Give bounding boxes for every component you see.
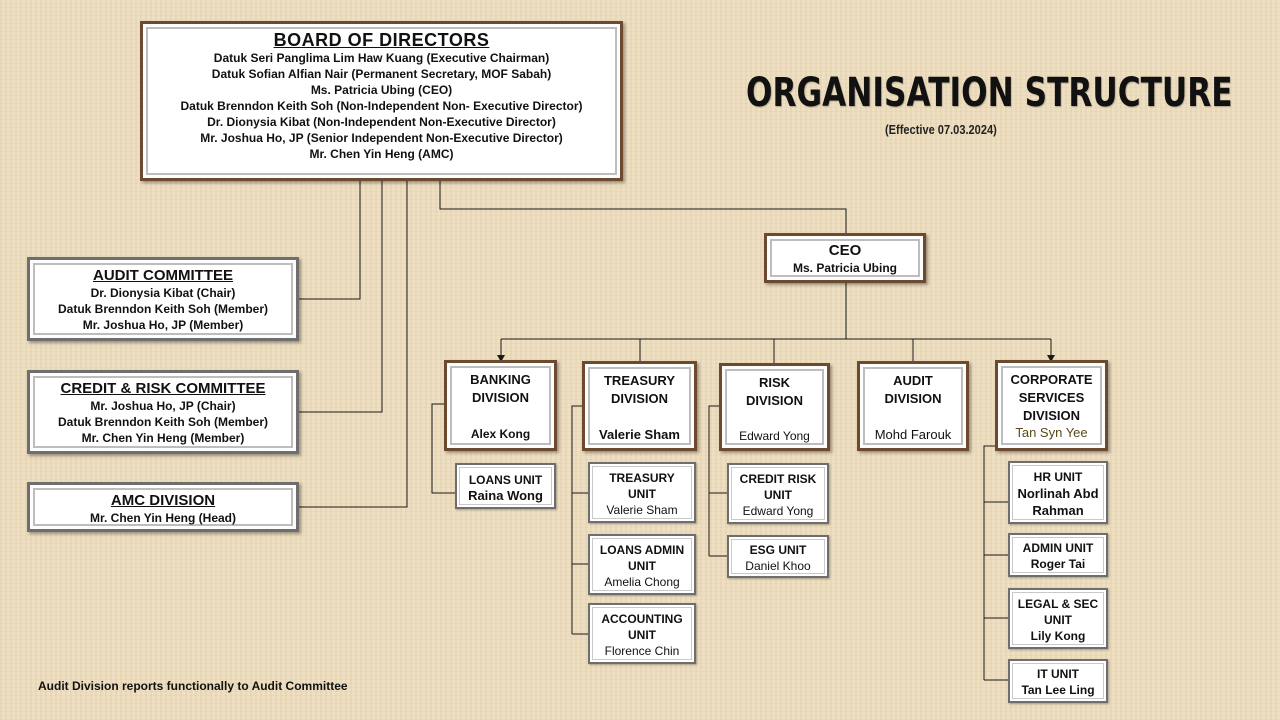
amc-division-box: AMC DIVISION Mr. Chen Yin Heng (Head) [27, 482, 299, 532]
committee-member: Datuk Brenndon Keith Soh (Member) [57, 415, 268, 429]
loans-admin-unit-title: LOANS ADMIN [599, 543, 685, 557]
treasury-division-box: TREASURY DIVISION Valerie Sham [582, 361, 697, 451]
board-member: Ms. Patricia Ubing (CEO) [310, 83, 453, 97]
legal-sec-unit-title: LEGAL & SEC [1017, 597, 1099, 611]
arrow-corporate [1047, 355, 1055, 362]
line-banking-loans [431, 403, 455, 494]
ceo-name: Ms. Patricia Ubing [792, 261, 898, 275]
accounting-unit-title: ACCOUNTING [601, 612, 683, 626]
treasury-unit-title: TREASURY [609, 471, 675, 485]
banking-division-title: DIVISION [471, 390, 530, 405]
arrow-banking [497, 355, 505, 362]
credit-risk-unit-title: CREDIT RISK [739, 472, 817, 486]
board-title: BOARD OF DIRECTORS [273, 30, 490, 50]
ceo-title: CEO [828, 242, 862, 259]
treasury-unit-box: TREASURY UNIT Valerie Sham [588, 462, 696, 523]
credit-risk-unit-box: CREDIT RISK UNIT Edward Yong [727, 463, 829, 524]
admin-unit-box: ADMIN UNIT Roger Tai [1008, 533, 1108, 577]
credit-risk-unit-head: Edward Yong [742, 504, 814, 518]
risk-division-title: DIVISION [745, 393, 804, 408]
line-board-ceo [439, 180, 847, 233]
audit-committee-title: AUDIT COMMITTEE [93, 267, 233, 284]
board-member: Mr. Joshua Ho, JP (Senior Independent No… [200, 131, 563, 145]
treasury-division-title: TREASURY [603, 373, 676, 388]
treasury-division-title: DIVISION [610, 391, 669, 406]
board-of-directors-box: BOARD OF DIRECTORS Datuk Seri Panglima L… [140, 21, 623, 181]
board-member: Datuk Brenndon Keith Soh (Non-Independen… [180, 99, 583, 113]
banking-division-box: BANKING DIVISION Alex Kong [444, 360, 557, 451]
banking-division-head: Alex Kong [470, 427, 531, 441]
risk-division-title: RISK [758, 375, 791, 390]
page-title: ORGANISATION STRUCTURE [746, 70, 1233, 116]
hr-unit-head: Rahman [1032, 503, 1084, 518]
amc-division-title: AMC DIVISION [110, 492, 216, 509]
board-member: Dr. Dionysia Kibat (Non-Independent Non-… [207, 115, 556, 129]
loans-unit-title: LOANS UNIT [468, 473, 543, 487]
risk-division-head: Edward Yong [739, 429, 810, 443]
risk-division-box: RISK DIVISION Edward Yong [719, 363, 830, 451]
corporate-division-title: SERVICES [1018, 390, 1085, 405]
legal-sec-unit-box: LEGAL & SEC UNIT Lily Kong [1008, 588, 1108, 649]
accounting-unit-box: ACCOUNTING UNIT Florence Chin [588, 603, 696, 664]
audit-division-title: DIVISION [884, 391, 942, 406]
credit-risk-committee-box: CREDIT & RISK COMMITTEE Mr. Joshua Ho, J… [27, 370, 299, 454]
corporate-division-title: CORPORATE [1010, 372, 1093, 387]
esg-unit-title: ESG UNIT [749, 543, 807, 557]
committee-member: Dr. Dionysia Kibat (Chair) [90, 286, 236, 300]
board-member: Mr. Chen Yin Heng (AMC) [309, 147, 454, 161]
treasury-division-head: Valerie Sham [599, 427, 680, 442]
corporate-division-title: DIVISION [1022, 408, 1081, 423]
committee-member: Mr. Chen Yin Heng (Member) [81, 431, 245, 445]
board-member: Datuk Sofian Alfian Nair (Permanent Secr… [211, 67, 552, 81]
admin-unit-head: Roger Tai [1030, 557, 1086, 571]
esg-unit-box: ESG UNIT Daniel Khoo [727, 535, 829, 578]
audit-division-title: AUDIT [893, 373, 933, 388]
credit-risk-committee-title: CREDIT & RISK COMMITTEE [60, 380, 266, 397]
line-board-credit-committee [299, 180, 383, 413]
line-risk-spine [708, 405, 721, 556]
line-corporate-spine [983, 445, 1007, 680]
audit-division-box: AUDIT DIVISION Mohd Farouk [857, 361, 969, 451]
loans-admin-unit-head: Amelia Chong [604, 575, 680, 589]
loans-unit-head: Raina Wong [468, 488, 543, 503]
line-board-amc [299, 180, 408, 508]
corporate-services-division-box: CORPORATE SERVICES DIVISION Tan Syn Yee [995, 360, 1108, 451]
effective-date: (Effective 07.03.2024) [885, 122, 997, 137]
legal-sec-unit-title: UNIT [1044, 613, 1072, 627]
accounting-unit-head: Florence Chin [604, 644, 680, 658]
committee-member: Mr. Joshua Ho, JP (Member) [82, 318, 244, 332]
banking-division-title: BANKING [470, 372, 531, 387]
treasury-unit-head: Valerie Sham [606, 503, 678, 517]
amc-head: Mr. Chen Yin Heng (Head) [89, 511, 236, 525]
it-unit-box: IT UNIT Tan Lee Ling [1008, 659, 1108, 703]
loans-admin-unit-box: LOANS ADMIN UNIT Amelia Chong [588, 534, 696, 595]
treasury-unit-title: UNIT [628, 487, 656, 501]
loans-admin-unit-title: UNIT [628, 559, 656, 573]
credit-risk-unit-title: UNIT [764, 488, 792, 502]
admin-unit-title: ADMIN UNIT [1022, 541, 1094, 555]
hr-unit-box: HR UNIT Norlinah Abd Rahman [1008, 461, 1108, 524]
it-unit-head: Tan Lee Ling [1021, 683, 1095, 697]
line-treasury-spine [571, 405, 584, 634]
footnote: Audit Division reports functionally to A… [38, 679, 348, 693]
committee-member: Mr. Joshua Ho, JP (Chair) [90, 399, 236, 413]
accounting-unit-title: UNIT [628, 628, 656, 642]
committee-member: Datuk Brenndon Keith Soh (Member) [57, 302, 268, 316]
hr-unit-title: HR UNIT [1033, 470, 1083, 484]
corporate-division-head: Tan Syn Yee [1015, 425, 1088, 440]
hr-unit-head: Norlinah Abd [1017, 486, 1099, 501]
audit-committee-box: AUDIT COMMITTEE Dr. Dionysia Kibat (Chai… [27, 257, 299, 341]
legal-sec-unit-head: Lily Kong [1030, 629, 1086, 643]
it-unit-title: IT UNIT [1037, 667, 1079, 681]
board-member: Datuk Seri Panglima Lim Haw Kuang (Execu… [213, 51, 550, 65]
loans-unit-box: LOANS UNIT Raina Wong [455, 463, 556, 509]
esg-unit-head: Daniel Khoo [745, 559, 811, 573]
ceo-box: CEO Ms. Patricia Ubing [764, 233, 926, 283]
audit-division-head: Mohd Farouk [874, 427, 952, 442]
line-board-audit-committee [299, 180, 361, 300]
